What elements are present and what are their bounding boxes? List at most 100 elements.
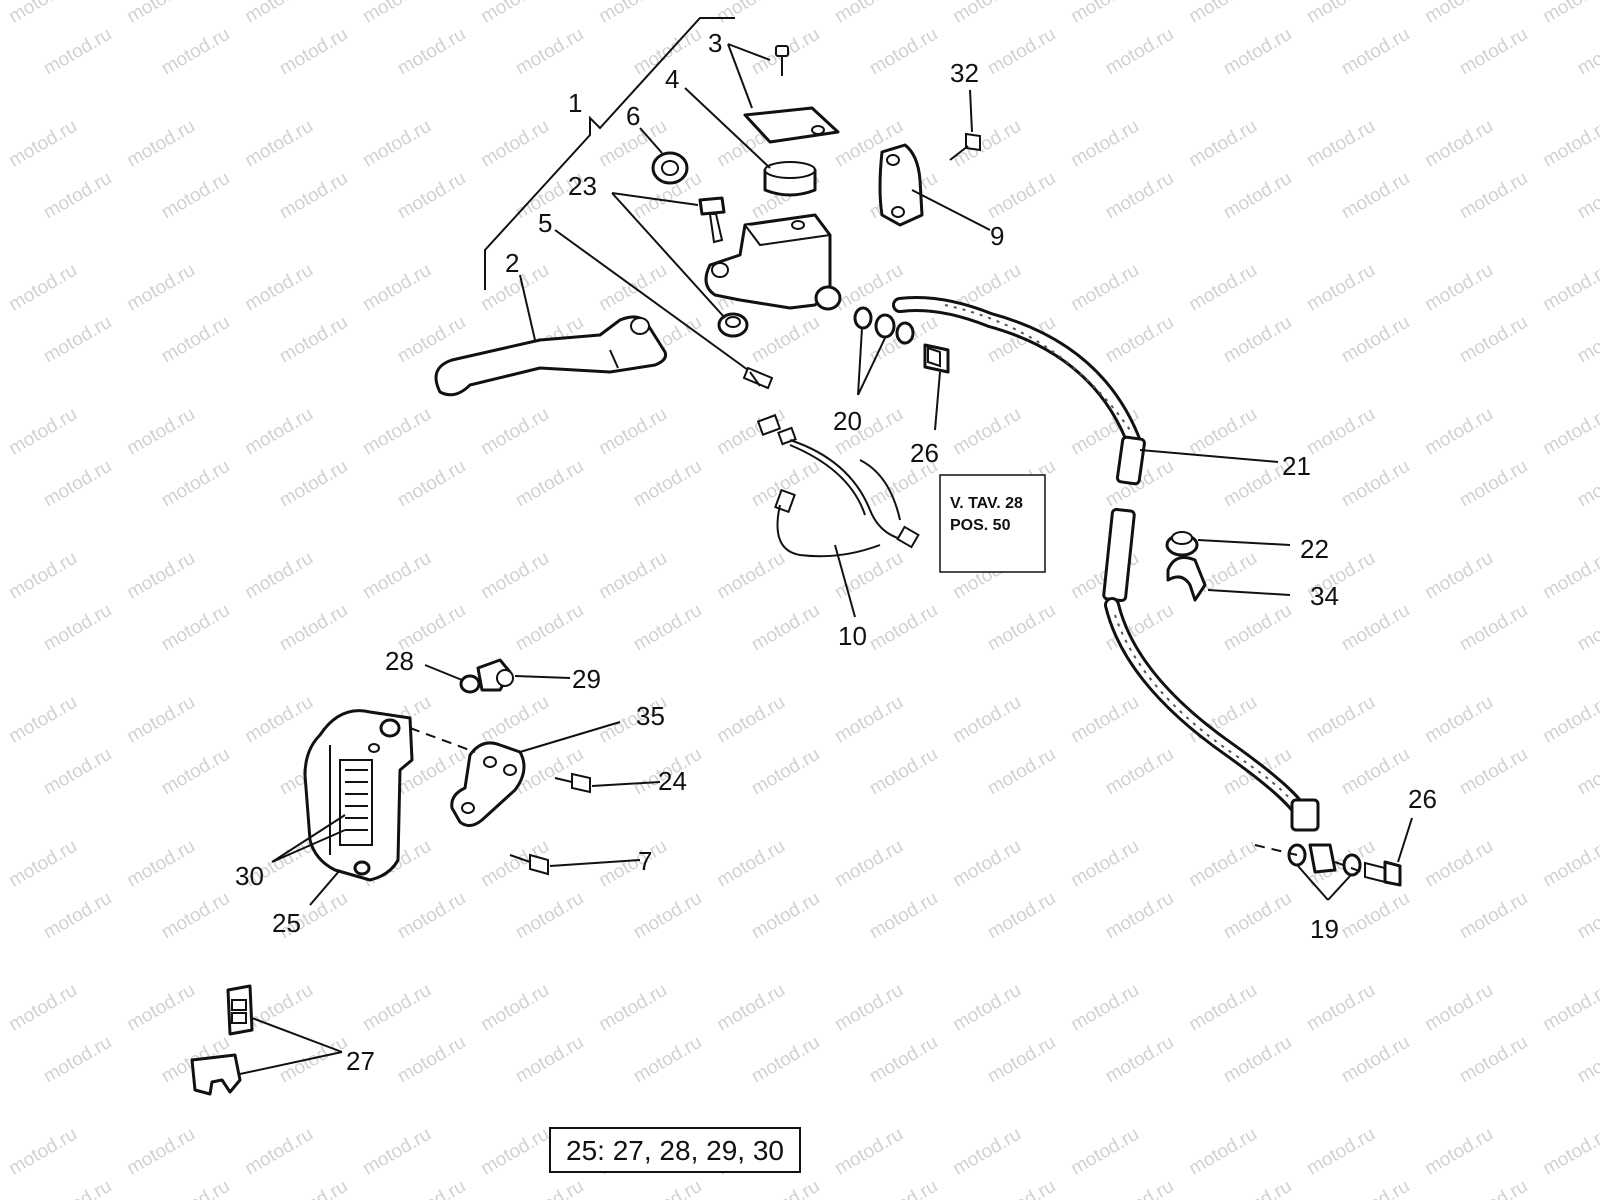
part-9-clamp[interactable] — [878, 143, 924, 227]
part-5-screw[interactable] — [742, 366, 774, 390]
part-25-brake-caliper[interactable] — [303, 709, 414, 882]
watermark-text: motod.ru — [1421, 0, 1496, 27]
watermark-text: motod.ru — [477, 116, 552, 172]
part-29-bleed-screw[interactable] — [476, 658, 514, 692]
watermark-text: motod.ru — [276, 312, 351, 368]
callout-23: 23 — [568, 171, 597, 201]
watermark-text: motod.ru — [866, 24, 941, 80]
part-19-washers[interactable] — [1287, 843, 1362, 877]
watermark-text: motod.ru — [1185, 116, 1260, 172]
cover-hole — [811, 125, 825, 135]
watermark-text: motod.ru — [630, 456, 705, 512]
watermark-text: motod.ru — [1220, 888, 1295, 944]
part-32-screw[interactable] — [949, 132, 981, 161]
part-27-pad-spring[interactable] — [226, 984, 254, 1036]
watermark-text: motod.ru — [40, 1032, 115, 1088]
watermark-text: motod.ru — [40, 168, 115, 224]
part-7-bolt[interactable] — [509, 853, 549, 876]
part-10-stop-switch-wire[interactable] — [756, 414, 920, 558]
callout-28: 28 — [385, 646, 414, 676]
part-27-pad-clip[interactable] — [190, 1053, 242, 1096]
watermark-text: motod.ru — [359, 548, 434, 604]
watermark-text: motod.ru — [1421, 404, 1496, 460]
watermark-text: motod.ru — [1102, 24, 1177, 80]
watermark-text: motod.ru — [241, 692, 316, 748]
part-3-screw[interactable] — [775, 45, 789, 76]
part-28-bleed-cap[interactable] — [459, 674, 481, 694]
watermark-text: motod.ru — [949, 116, 1024, 172]
callout-34: 34 — [1310, 581, 1339, 611]
callout-5: 5 — [538, 208, 552, 238]
watermark-text: motod.ru — [1539, 692, 1600, 748]
watermark-text: motod.ru — [713, 980, 788, 1036]
callout-19: 19 — [1310, 914, 1339, 944]
watermark-text: motod.ru — [1102, 888, 1177, 944]
part-26-banjo-bolt-lower[interactable] — [1364, 860, 1402, 887]
part-22-grommet[interactable] — [1165, 531, 1199, 557]
callout-21: 21 — [1282, 451, 1311, 481]
watermark-text: motod.ru — [1456, 24, 1531, 80]
watermark-text: motod.ru — [123, 260, 198, 316]
watermark-text: motod.ru — [1574, 1032, 1600, 1088]
watermark-text: motod.ru — [949, 0, 1024, 27]
watermark-text: motod.ru — [1303, 404, 1378, 460]
watermark-text: motod.ru — [1102, 1176, 1177, 1200]
watermark-text: motod.ru — [713, 548, 788, 604]
watermark-text: motod.ru — [748, 888, 823, 944]
watermark-text: motod.ru — [748, 600, 823, 656]
callout-7: 7 — [638, 846, 652, 876]
part-35-adapter-plate[interactable] — [450, 741, 526, 827]
part-6-cap[interactable] — [651, 151, 689, 185]
watermark-text: motod.ru — [5, 692, 80, 748]
watermark-text: motod.ru — [1456, 1176, 1531, 1200]
watermark-text: motod.ru — [123, 404, 198, 460]
watermark-text: motod.ru — [949, 980, 1024, 1036]
watermark-text: motod.ru — [40, 312, 115, 368]
watermark-text: motod.ru — [1338, 600, 1413, 656]
watermark-text: motod.ru — [158, 600, 233, 656]
watermark-text: motod.ru — [1539, 260, 1600, 316]
watermark-text: motod.ru — [1338, 744, 1413, 800]
watermark-text: motod.ru — [866, 600, 941, 656]
watermark-text: motod.ru — [241, 0, 316, 27]
watermark-text: motod.ru — [477, 692, 552, 748]
watermark-text: motod.ru — [595, 0, 670, 27]
watermark-text: motod.ru — [123, 980, 198, 1036]
watermark-text: motod.ru — [984, 600, 1059, 656]
watermark-text: motod.ru — [831, 836, 906, 892]
part-21-brake-hose[interactable] — [892, 296, 1320, 832]
part-34-clip[interactable] — [1166, 556, 1207, 602]
watermark-text: motod.ru — [1303, 0, 1378, 27]
reference-box: V. TAV. 28 POS. 50 — [939, 474, 1046, 573]
part-24-bolt[interactable] — [554, 772, 591, 794]
watermark-text: motod.ru — [1539, 404, 1600, 460]
watermark-text: motod.ru — [5, 404, 80, 460]
watermark-text: motod.ru — [984, 744, 1059, 800]
watermark-text: motod.ru — [158, 1176, 233, 1200]
watermark-text: motod.ru — [1421, 116, 1496, 172]
callout-20: 20 — [833, 406, 862, 436]
part-26-banjo-bolt-upper[interactable] — [923, 343, 950, 374]
watermark-text: motod.ru — [512, 1032, 587, 1088]
watermark-text: motod.ru — [866, 744, 941, 800]
watermark-text: motod.ru — [1102, 1032, 1177, 1088]
watermark-text: motod.ru — [595, 836, 670, 892]
master-cylinder-body[interactable] — [704, 213, 842, 311]
part-23-bushing[interactable] — [717, 312, 749, 338]
part-4-diaphragm[interactable] — [763, 161, 817, 197]
watermark-text: motod.ru — [5, 548, 80, 604]
watermark-text: motod.ru — [123, 692, 198, 748]
watermark-text: motod.ru — [1574, 456, 1600, 512]
part-2-brake-lever[interactable] — [434, 315, 667, 397]
watermark-text: motod.ru — [1539, 548, 1600, 604]
reference-line-2: POS. 50 — [950, 517, 1011, 534]
part-23-bolt[interactable] — [698, 196, 726, 244]
part-20-washers[interactable] — [853, 306, 915, 345]
watermark-text: motod.ru — [158, 744, 233, 800]
watermark-text: motod.ru — [359, 1124, 434, 1180]
group-1-bracket — [484, 17, 735, 290]
watermark-text: motod.ru — [241, 260, 316, 316]
watermark-text: motod.ru — [1303, 116, 1378, 172]
callout-4: 4 — [665, 64, 679, 94]
